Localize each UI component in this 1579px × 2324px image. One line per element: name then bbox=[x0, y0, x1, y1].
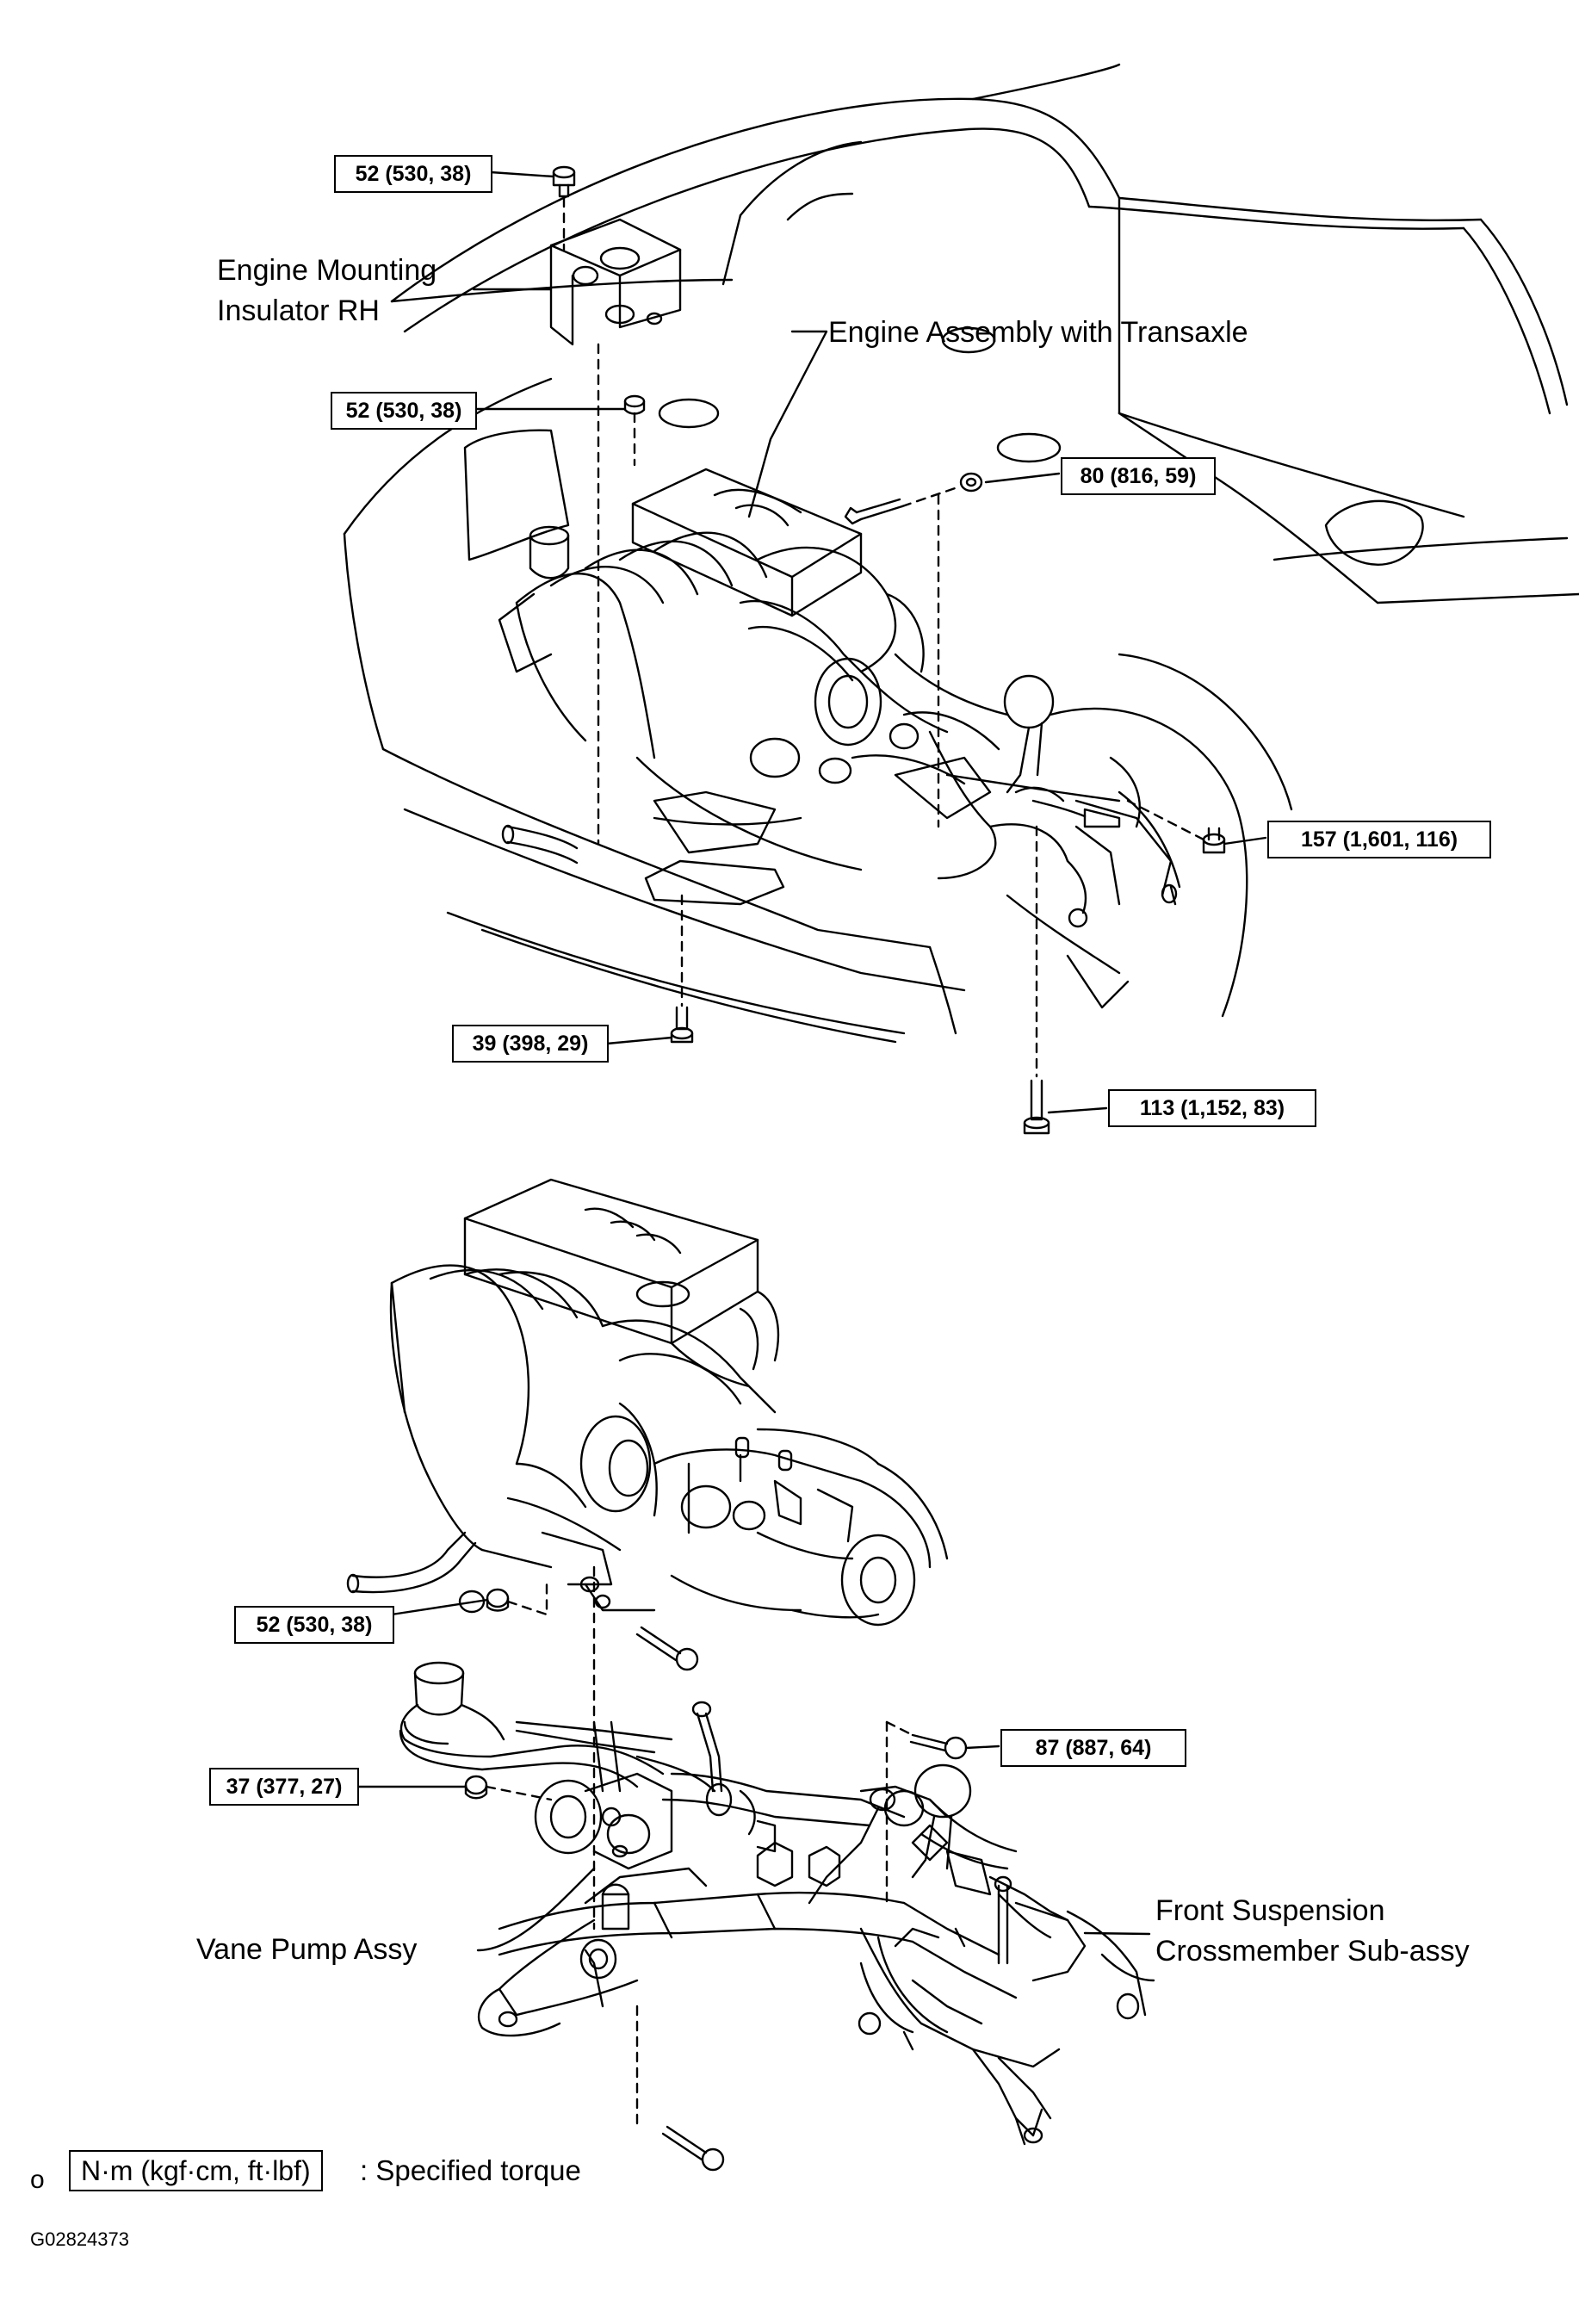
lower-leaders bbox=[356, 1598, 1151, 1952]
legend-marker: o bbox=[30, 2166, 45, 2194]
label-engine-mount-line2: Insulator RH bbox=[217, 294, 380, 327]
engine-in-car bbox=[498, 468, 1181, 1009]
lower-dashed-lines bbox=[485, 1565, 914, 2129]
car-body bbox=[343, 63, 1579, 1044]
label-crossmember-line1: Front Suspension bbox=[1155, 1894, 1385, 1927]
torque-box-80: 80 (816, 59) bbox=[1061, 457, 1216, 495]
bolt-crossmember-bottom bbox=[661, 2125, 725, 2172]
torque-box-87: 87 (887, 64) bbox=[1000, 1729, 1186, 1767]
bolt-mount-top bbox=[552, 165, 576, 198]
upper-dashed-lines bbox=[562, 196, 1205, 1078]
nut-37 bbox=[464, 1775, 488, 1800]
bolt-87 bbox=[909, 1733, 968, 1760]
torque-box-52-lower: 52 (530, 38) bbox=[234, 1606, 394, 1644]
label-engine-mount-line1: Engine Mounting bbox=[217, 254, 437, 287]
torque-box-mount-top: 52 (530, 38) bbox=[334, 155, 492, 193]
bolt-80 bbox=[844, 472, 983, 525]
torque-box-113: 113 (1,152, 83) bbox=[1108, 1089, 1316, 1127]
bolt-157 bbox=[1202, 827, 1226, 854]
label-vane-pump: Vane Pump Assy bbox=[196, 1933, 418, 1966]
label-engine-assembly: Engine Assembly with Transaxle bbox=[828, 316, 1248, 349]
label-crossmember-line2: Crossmember Sub-assy bbox=[1155, 1935, 1470, 1968]
torque-box-37: 37 (377, 27) bbox=[209, 1768, 359, 1806]
nut-52-lower bbox=[486, 1588, 510, 1612]
torque-box-mount-nut: 52 (530, 38) bbox=[331, 392, 477, 430]
legend-unit-box: N·m (kgf·cm, ft·lbf) bbox=[69, 2150, 323, 2191]
bolt-39 bbox=[670, 1006, 694, 1044]
nut-mount bbox=[623, 394, 646, 415]
torque-box-39: 39 (398, 29) bbox=[452, 1025, 609, 1063]
figure-id: G02824373 bbox=[30, 2228, 129, 2250]
mount-insulator-rh bbox=[549, 218, 682, 346]
crossmember-assembly bbox=[399, 1661, 1155, 2146]
legend-text: : Specified torque bbox=[360, 2154, 581, 2186]
torque-box-157: 157 (1,601, 116) bbox=[1267, 821, 1491, 858]
upper-leaders bbox=[472, 170, 1267, 1114]
engine-removed bbox=[346, 1178, 949, 1627]
bolt-engine-bracket bbox=[635, 1626, 699, 1671]
bolt-113 bbox=[1023, 1079, 1050, 1135]
